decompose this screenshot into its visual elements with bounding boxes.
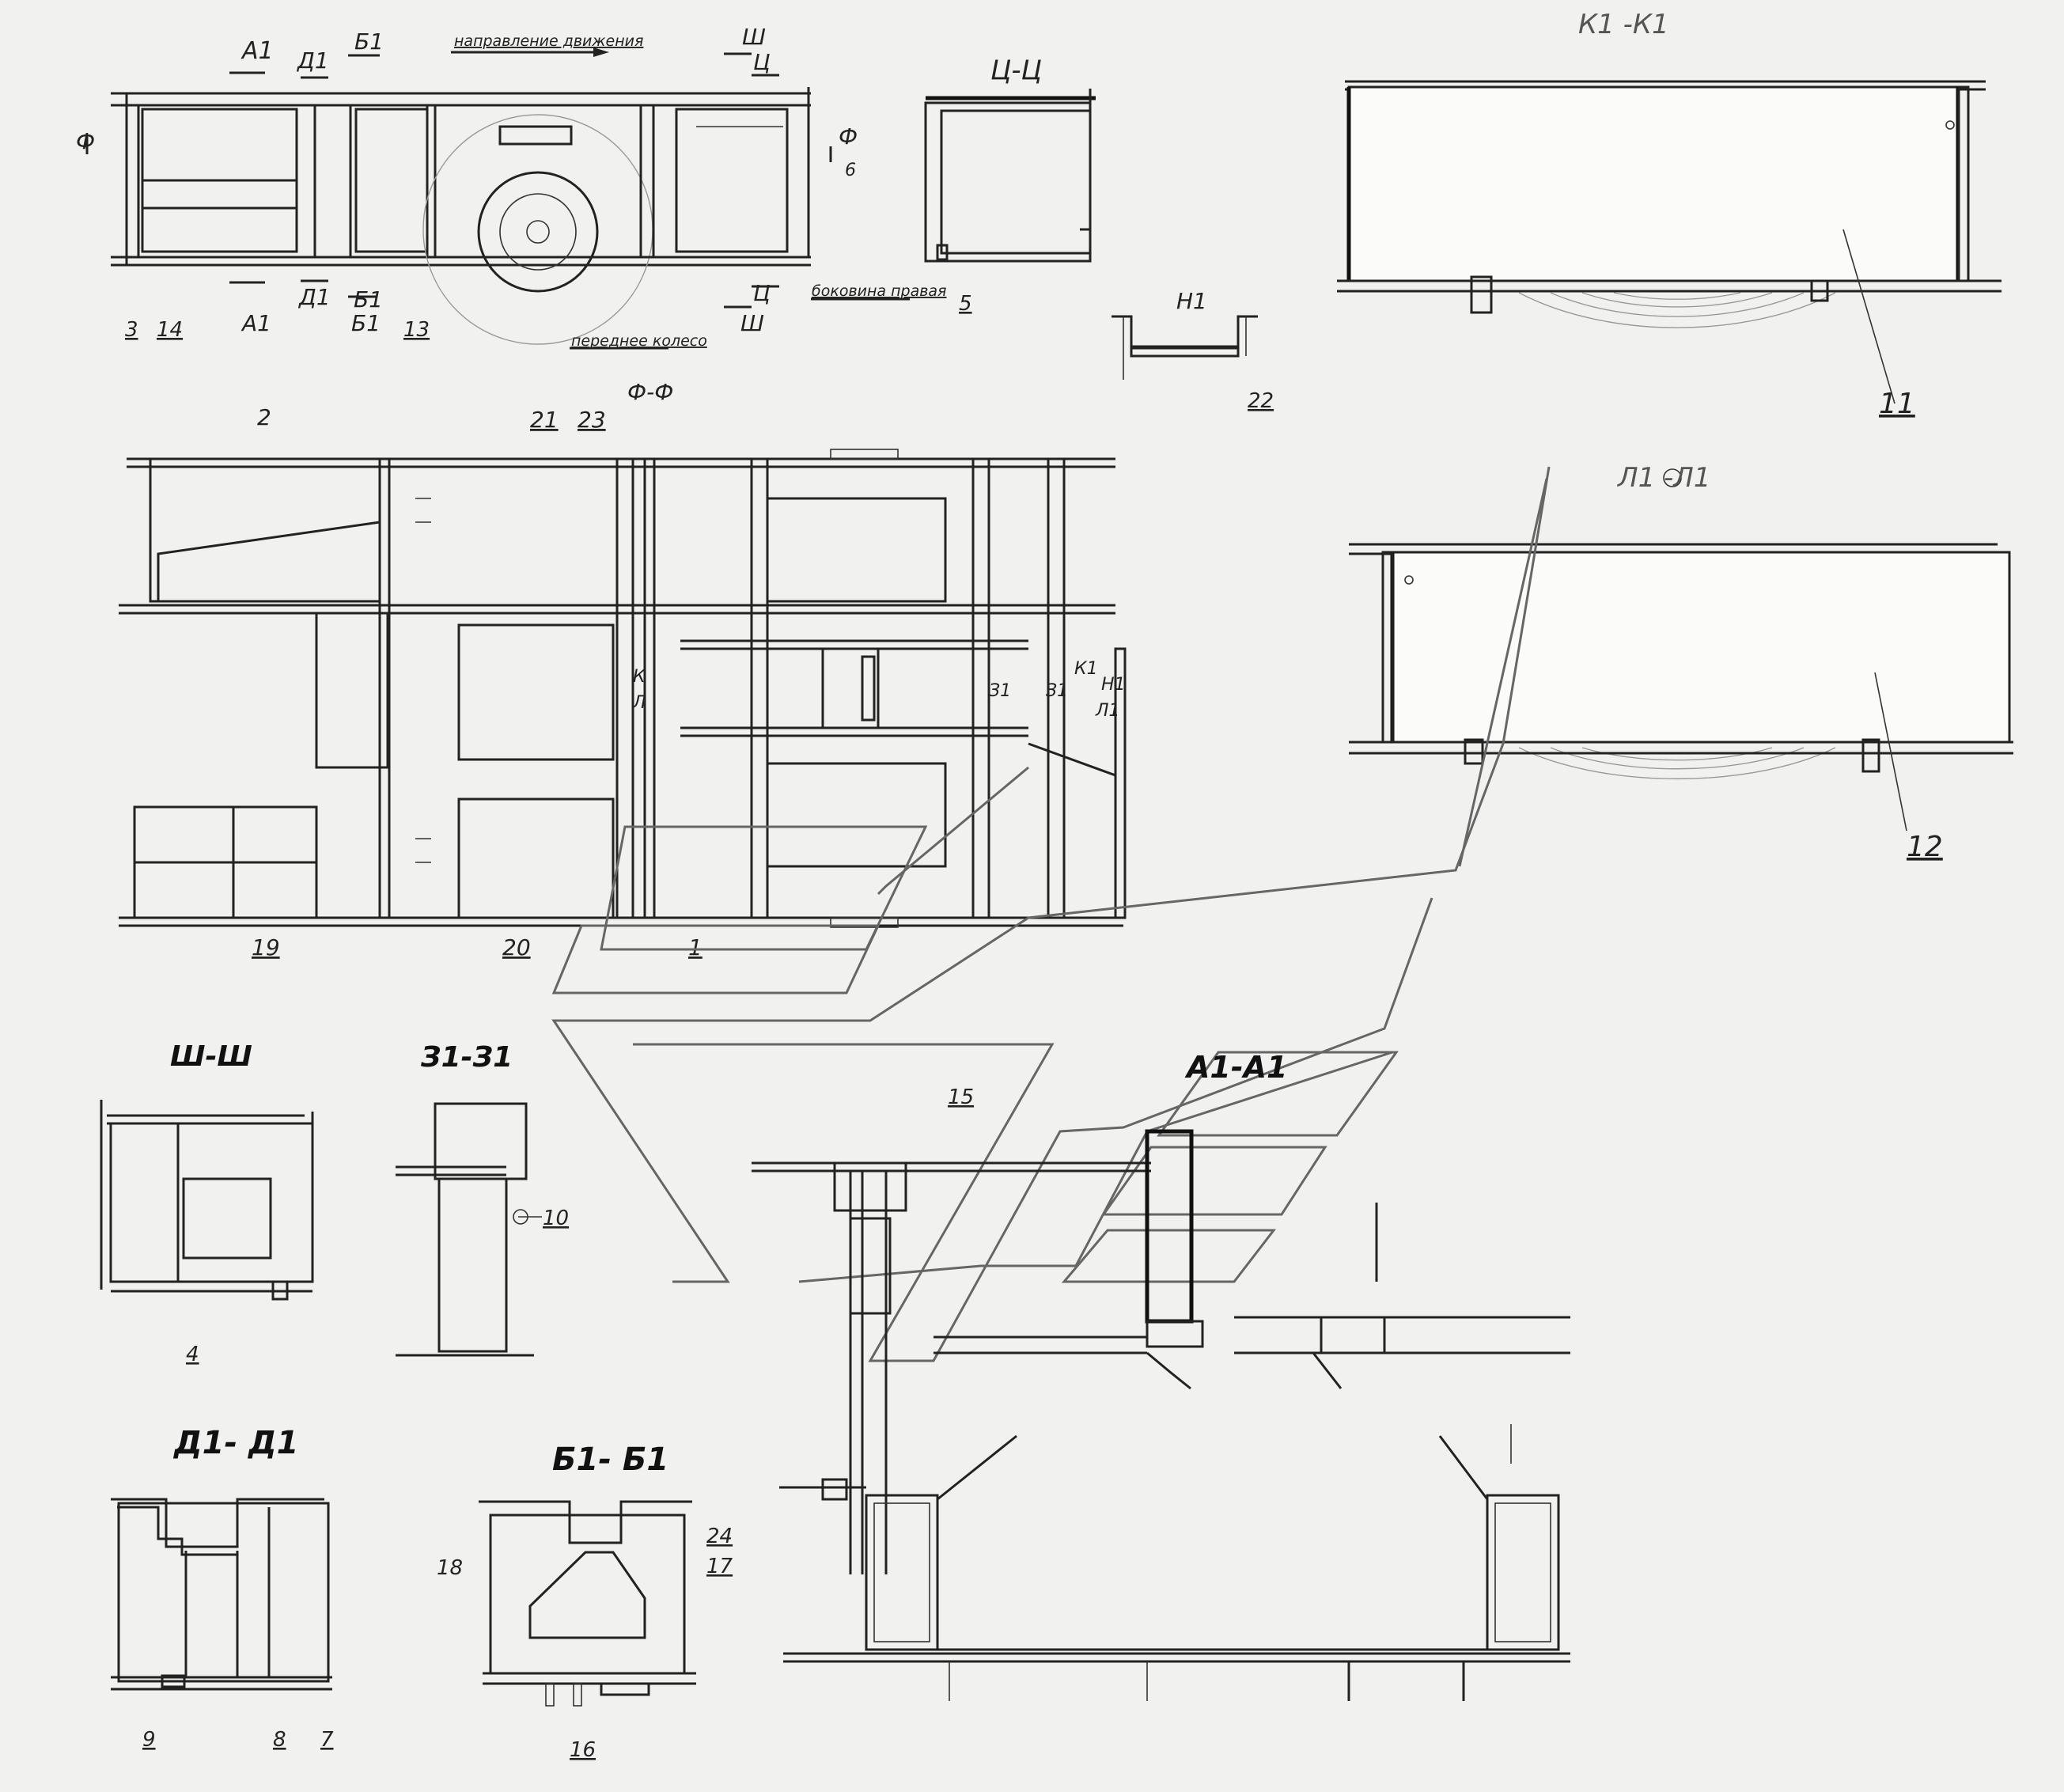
- section-z1-title: З1-З1: [420, 1041, 513, 1074]
- callout-9: 9: [142, 1728, 156, 1752]
- plan-label-l: Л: [632, 693, 646, 713]
- section-mark-d1-bottom: Д1: [297, 284, 331, 310]
- section-a1-a1: [752, 1129, 1570, 1701]
- callout-5: 5: [959, 292, 972, 316]
- plan-label-z1-right: З1: [1046, 681, 1068, 701]
- section-ts-ts: [924, 89, 1096, 263]
- callout-15: 15: [948, 1085, 974, 1109]
- section-mark-f-left: Ф: [76, 128, 95, 154]
- callout-22: 22: [1248, 389, 1274, 413]
- section-d1-title: Д1- Д1: [172, 1425, 298, 1461]
- callout-14: 14: [157, 318, 183, 342]
- section-k1-k1: [1337, 80, 2002, 404]
- plan-label-k1: К1: [1074, 659, 1098, 679]
- section-b1-b1: [479, 1500, 696, 1707]
- section-mark-b1: Б1: [354, 28, 384, 55]
- section-mark-a1-bottom: А1: [240, 310, 271, 336]
- callout-13: 13: [403, 318, 430, 342]
- section-sh-sh: [100, 1100, 314, 1301]
- section-a1-title: А1-А1: [1184, 1050, 1287, 1085]
- section-h1: [1112, 315, 1258, 380]
- direction-note: направление движения: [454, 32, 643, 50]
- section-l1-l1: [1349, 468, 2013, 832]
- callout-12: 12: [1907, 831, 1943, 863]
- section-mark-ts: Ц: [753, 49, 771, 75]
- callout-21: 21: [530, 407, 559, 433]
- callout-7: 7: [320, 1728, 334, 1752]
- section-mark-sh-bottom: Ш: [740, 310, 764, 336]
- callout-2: 2: [257, 404, 271, 430]
- plan-label-z1-left: З1: [989, 681, 1011, 701]
- callout-18: 18: [437, 1556, 463, 1580]
- section-z1-z1: [396, 1102, 542, 1357]
- section-sh-title: Ш-Ш: [170, 1040, 252, 1073]
- section-ts-title: Ц-Ц: [990, 55, 1042, 86]
- callout-8: 8: [273, 1728, 286, 1752]
- callout-16: 16: [570, 1738, 596, 1762]
- section-mark-sh: Ш: [742, 24, 766, 50]
- section-l1-title: Л1 -Л1: [1616, 462, 1710, 494]
- plan-label-h1: Н1: [1101, 675, 1126, 695]
- callout-outlines: [551, 466, 1551, 1362]
- plan-label-l1: Л1: [1095, 701, 1120, 721]
- section-d1-d1: [111, 1498, 332, 1691]
- plan-label-k: К: [633, 667, 646, 687]
- callout-6: 6: [845, 161, 856, 180]
- section-mark-ts-bottom: Ц: [753, 280, 771, 306]
- callout-4: 4: [186, 1343, 199, 1366]
- callout-3: 3: [125, 318, 138, 342]
- section-mark-b1-mid: Б1: [354, 286, 383, 313]
- callout-23: 23: [578, 407, 606, 433]
- callout-10: 10: [543, 1207, 569, 1230]
- side-note: боковина правая: [812, 282, 947, 300]
- section-k1-title: К1 -К1: [1578, 9, 1669, 40]
- callout-17: 17: [706, 1555, 733, 1578]
- wheel-note: переднее колесо: [571, 332, 707, 350]
- plan-view: [119, 449, 1127, 928]
- top-side-view: [85, 47, 910, 350]
- callout-20: 20: [502, 934, 531, 960]
- callout-24: 24: [706, 1525, 733, 1548]
- plan-view-title: Ф-Ф: [627, 379, 673, 405]
- callout-1: 1: [688, 934, 703, 960]
- callout-19: 19: [252, 934, 280, 960]
- callout-11: 11: [1879, 388, 1915, 420]
- section-mark-b1-bottom: Б1: [351, 310, 381, 336]
- section-mark-a1: А1: [240, 37, 274, 65]
- section-mark-d1: Д1: [296, 47, 329, 74]
- section-mark-f-right: Ф: [839, 123, 858, 150]
- section-h1-title: Н1: [1176, 288, 1207, 314]
- section-b1-title: Б1- Б1: [552, 1442, 668, 1478]
